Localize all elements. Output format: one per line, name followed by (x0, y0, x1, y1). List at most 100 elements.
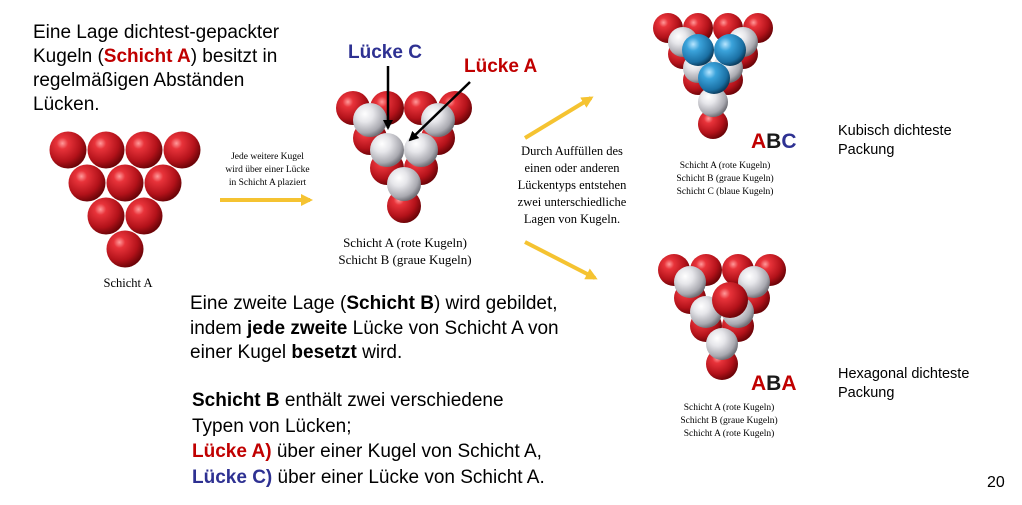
grey-sphere (706, 328, 738, 360)
red-sphere (49, 131, 87, 169)
gaps-l3-post: über einer Kugel von Schicht A, (271, 441, 542, 462)
fill-text-line-3: Lückentyps entstehen (517, 178, 627, 192)
abc-sphere-pyramid (653, 13, 773, 139)
gaps-l4-post: über einer Lücke von Schicht A. (272, 466, 545, 488)
aba-letter-a2: A (781, 372, 797, 395)
abc-name-line-1: Kubisch dichteste (838, 123, 952, 139)
red-sphere (698, 109, 728, 139)
abc-layer-captions: Schicht A (rote Kugeln) Schicht B (graue… (660, 160, 790, 199)
fill-text-line-1: Durch Auffüllen des (521, 144, 623, 158)
abc-layer-1: Schicht A (rote Kugeln) (679, 161, 771, 171)
para-b-line-2: indem jede zweite Lücke von Schicht A vo… (190, 317, 620, 342)
fill-text-line-2: einen oder anderen (524, 161, 620, 175)
abc-layer-2: Schicht B (graue Kugeln) (676, 174, 774, 184)
gaps-l3-bold: Lücke A) (192, 441, 272, 462)
arrow-up-right-icon (523, 96, 594, 140)
aba-letters: ABA (751, 372, 797, 396)
para-b-line-3: einer Kugel besetzt wird. (190, 341, 620, 366)
aba-letter-a1: A (751, 372, 767, 395)
arrow-text-line-1: Jede weitere Kugel (231, 152, 304, 162)
red-sphere (106, 230, 144, 268)
red-sphere (106, 164, 144, 202)
pointer-arrows (383, 66, 471, 142)
intro-line-4: Lücken. (33, 94, 100, 115)
grey-sphere (738, 266, 770, 298)
page-number: 20 (987, 474, 1005, 491)
grey-sphere (421, 103, 455, 137)
para-b-l1-bold: Schicht B (346, 293, 434, 314)
grey-sphere (370, 133, 404, 167)
para-b-l1-post: ) wird gebildet, (433, 293, 558, 314)
red-sphere (125, 197, 163, 235)
blue-sphere (682, 34, 714, 66)
fill-text-line-5: Lagen von Kugeln. (523, 212, 621, 226)
para-b-l2-post: Lücke von Schicht A von (347, 317, 559, 339)
red-sphere (163, 131, 201, 169)
para-b-line-1: Eine zweite Lage (Schicht B) wird gebild… (190, 292, 620, 317)
paragraph-layer-b: Eine zweite Lage (Schicht B) wird gebild… (190, 292, 620, 366)
aba-layer-captions: Schicht A (rote Kugeln) Schicht B (graue… (664, 402, 794, 441)
abc-letter-b: B (766, 130, 782, 153)
abc-layer-3: Schicht C (blaue Kugeln) (676, 187, 774, 197)
arrow-explanation: Jede weitere Kugel wird über einer Lücke… (210, 151, 325, 190)
aba-layer-3: Schicht A (rote Kugeln) (683, 429, 775, 439)
caption-ab-line-1: Schicht A (rote Kugeln) (343, 235, 467, 250)
grey-sphere (674, 266, 706, 298)
intro-line-2-pre: Kugeln ( (33, 46, 104, 67)
grey-sphere (353, 103, 387, 137)
arrow-right-icon (220, 194, 313, 206)
grey-sphere (698, 87, 728, 117)
fill-text-line-4: zwei unterschiedliche (517, 195, 627, 209)
red-sphere (87, 197, 125, 235)
aba-name-line-1: Hexagonal dichteste (838, 366, 970, 382)
para-b-l3-bold: besetzt (291, 342, 357, 363)
abc-letter-a: A (751, 130, 767, 153)
gaps-line-1: Schicht B enthält zwei verschiedene (192, 388, 632, 414)
abc-packing-name: Kubisch dichteste Packung (838, 122, 952, 160)
arrow-text-line-3: in Schicht A plaziert (228, 178, 307, 188)
para-b-l2-bold: jede zweite (247, 317, 348, 339)
arrow-text-line-2: wird über einer Lücke (225, 165, 310, 175)
intro-line-2-post: ) besitzt in (190, 46, 278, 67)
pointer-arrow-luecke-a (408, 81, 471, 142)
red-sphere (87, 131, 125, 169)
red-sphere (68, 164, 106, 202)
intro-line-3: regelmäßigen Abständen (33, 70, 245, 91)
blue-sphere (698, 62, 730, 94)
gaps-line-3: Lücke A) über einer Kugel von Schicht A, (192, 439, 632, 465)
gaps-l1-bold: Schicht B (192, 390, 280, 411)
fill-explanation: Durch Auffüllen des einen oder anderen L… (503, 143, 641, 228)
blue-sphere (714, 34, 746, 66)
gaps-l1-post: enthält zwei verschiedene (279, 390, 504, 411)
gaps-l4-bold: Lücke C) (192, 466, 273, 488)
para-b-l3-post: wird. (356, 342, 403, 363)
intro-schicht-a: Schicht A (103, 46, 191, 67)
caption-ab-line-2: Schicht B (graue Kugeln) (338, 252, 472, 267)
abc-letters: ABC (751, 130, 797, 154)
gaps-line-2: Typen von Lücken; (192, 415, 352, 437)
red-sphere (125, 131, 163, 169)
intro-line-1: Eine Lage dichtest-gepackter (33, 22, 280, 43)
aba-layer-1: Schicht A (rote Kugeln) (683, 403, 775, 413)
paragraph-gap-types: Schicht B enthält zwei verschiedene Type… (192, 388, 632, 490)
abc-name-line-2: Packung (838, 142, 895, 158)
label-luecke-a: Lücke A (464, 56, 538, 77)
label-luecke-c: Lücke C (348, 42, 422, 63)
aba-letter-b: B (766, 372, 782, 395)
grey-sphere (404, 133, 438, 167)
gaps-line-4: Lücke C) über einer Lücke von Schicht A. (192, 465, 632, 491)
intro-text: Eine Lage dichtest-gepackter Kugeln (Sch… (33, 21, 323, 117)
red-sphere (712, 282, 748, 318)
abc-letter-c: C (781, 130, 797, 153)
aba-sphere-pyramid (658, 254, 786, 380)
arrow-down-right-icon (524, 240, 598, 280)
layer-ab-sphere-pyramid (336, 91, 472, 223)
layer-a-sphere-triangle (49, 131, 201, 268)
red-sphere (144, 164, 182, 202)
intro-line-2: Kugeln (Schicht A) besitzt in (33, 45, 323, 69)
para-b-l1-pre: Eine zweite Lage ( (190, 293, 347, 314)
aba-packing-name: Hexagonal dichteste Packung (838, 365, 969, 403)
para-b-l2-pre: indem (190, 317, 248, 339)
caption-layer-ab: Schicht A (rote Kugeln) Schicht B (graue… (320, 234, 490, 268)
caption-layer-a: Schicht A (103, 276, 153, 290)
